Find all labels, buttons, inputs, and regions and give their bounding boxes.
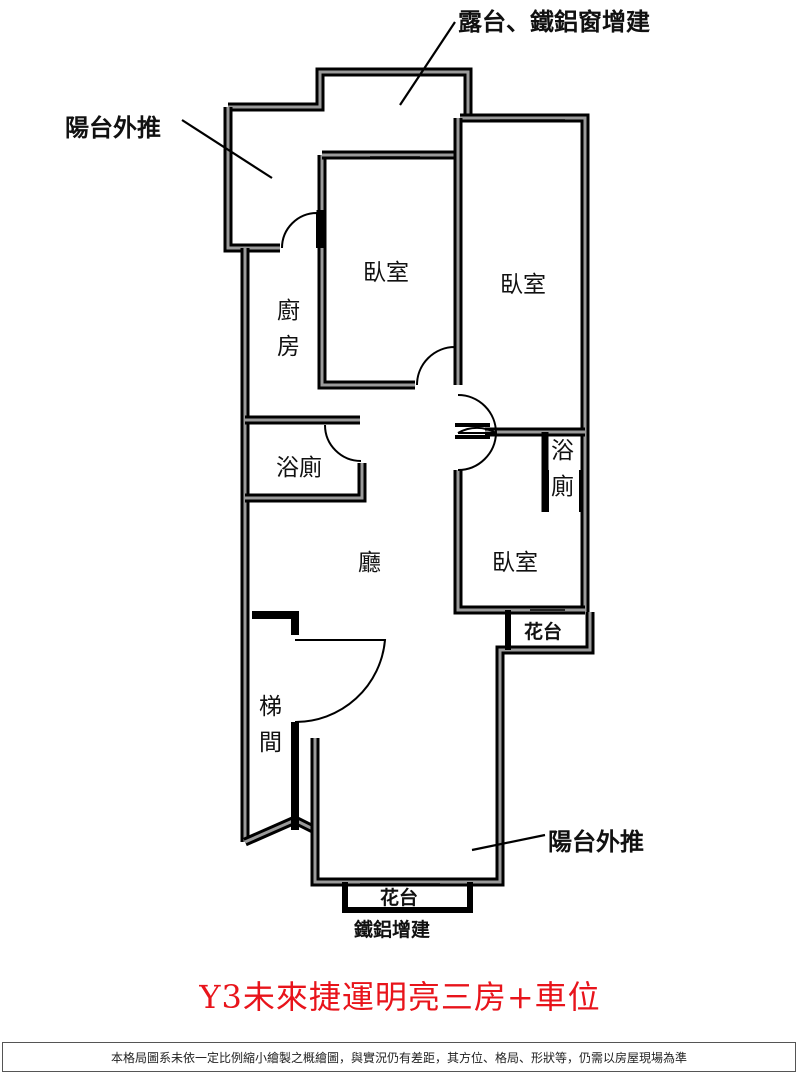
balcony-bottom-note: 陽台外推	[548, 828, 644, 856]
rooftop-note: 露台、鐵鋁窗增建	[458, 8, 650, 36]
windows	[240, 109, 565, 885]
bedroom-right-label: 臥室	[500, 272, 546, 298]
walls	[223, 67, 595, 913]
planter-bottom-label: 花台	[380, 886, 418, 909]
floor-plan: 露台、鐵鋁窗增建 陽台外推 陽台外推 臥室 臥室 臥室 廚 房 浴廁 浴 廁 廳…	[65, 8, 650, 941]
kitchen-label-1: 廚	[277, 298, 300, 324]
bedroom-center-label: 臥室	[363, 260, 409, 286]
planter-right-label: 花台	[524, 620, 562, 643]
stairs-label-1: 梯	[259, 694, 282, 720]
doors	[281, 211, 581, 724]
listing-title: Y3未來捷運明亮三房+車位	[199, 978, 601, 1016]
bath-right-label-1: 浴	[551, 438, 574, 464]
bath-left-label: 浴廁	[276, 455, 322, 481]
stairs-label-2: 間	[259, 730, 282, 756]
bath-right-label-2: 廁	[551, 474, 574, 500]
leader-lines	[181, 21, 546, 852]
living-label: 廳	[358, 550, 381, 576]
iron-window-note: 鐵鋁增建	[354, 918, 430, 941]
kitchen-label-2: 房	[277, 334, 300, 360]
disclaimer: 本格局圖系未依一定比例縮小繪製之概繪圖，與實況仍有差距，其方位、格局、形狀等，仍…	[2, 1042, 796, 1072]
balcony-top-note: 陽台外推	[65, 114, 161, 142]
bedroom-lower-label: 臥室	[492, 550, 538, 576]
